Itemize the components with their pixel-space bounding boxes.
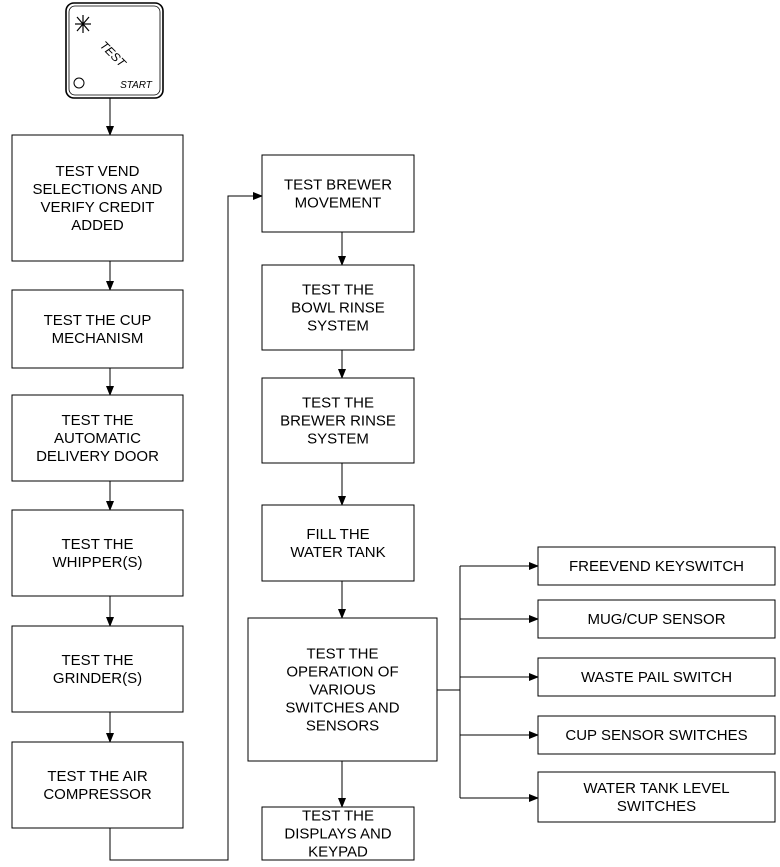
switch-check-box-border xyxy=(537,657,776,697)
switch-check-box-text-line: FREEVEND KEYSWITCH xyxy=(569,558,744,575)
loop-connector-arrow xyxy=(109,192,263,861)
left-step-box-text-line: VERIFY CREDIT xyxy=(41,199,155,216)
switch-check-box-text-line: WATER TANK LEVEL xyxy=(583,780,729,797)
switch-check-box-border xyxy=(537,715,776,755)
left-step-box-text-line: ADDED xyxy=(71,217,124,234)
left-step-box-border xyxy=(11,625,184,713)
left-step-box-text-line: TEST THE xyxy=(62,652,134,669)
middle-step-box-border xyxy=(261,504,415,582)
switch-check-box-text-line: MUG/CUP SENSOR xyxy=(587,611,725,628)
middle-step-box-text-line: TEST THE xyxy=(302,282,374,299)
left-step-box-text-line: TEST THE CUP xyxy=(44,312,152,329)
switch-check-box-text-line: SWITCHES xyxy=(617,798,696,815)
left-step-box-text-line: TEST VEND xyxy=(56,163,140,180)
middle-step-box-text-line: SYSTEM xyxy=(307,318,369,335)
middle-step-box-text-line: SYSTEM xyxy=(307,431,369,448)
middle-step-box-text-line: SENSORS xyxy=(306,718,379,735)
left-step-box-text-line: MECHANISM xyxy=(52,330,144,347)
middle-step-box-border xyxy=(261,377,415,464)
middle-step-box-text-line: TEST THE xyxy=(307,646,379,663)
left-step-box-text-line: TEST THE AIR xyxy=(47,768,147,785)
left-step-box-border xyxy=(11,289,184,369)
asterisk-icon xyxy=(75,15,91,33)
left-step-box-text-line: WHIPPER(S) xyxy=(53,554,143,571)
middle-step-box-text-line: OPERATION OF xyxy=(286,664,398,681)
connectors xyxy=(106,98,539,861)
switch-check-box: MUG/CUP SENSOR xyxy=(537,599,776,639)
middle-step-box-text-line: DISPLAYS AND xyxy=(284,826,391,843)
switch-check-box-text-line: WASTE PAIL SWITCH xyxy=(581,669,732,686)
left-step-box-text-line: TEST THE xyxy=(62,536,134,553)
middle-step-box-text-line: TEST THE xyxy=(302,808,374,825)
left-step-box-border xyxy=(11,509,184,597)
left-step-box-border xyxy=(11,741,184,829)
left-step-box-text-line: COMPRESSOR xyxy=(43,786,152,803)
switch-check-box: FREEVEND KEYSWITCH xyxy=(537,546,776,586)
left-step-box-border xyxy=(11,394,184,482)
test-start-key: TEST START xyxy=(65,2,164,99)
middle-step-box-text-line: TEST THE xyxy=(302,395,374,412)
middle-step-box-border xyxy=(261,154,415,233)
left-step-box-text-line: TEST THE xyxy=(62,412,134,429)
switch-check-box: WASTE PAIL SWITCH xyxy=(537,657,776,697)
switch-check-box-border xyxy=(537,546,776,586)
left-step-box-text-line: GRINDER(S) xyxy=(53,670,142,687)
circle-icon xyxy=(73,77,85,89)
left-step-box-text-line: DELIVERY DOOR xyxy=(36,448,159,465)
middle-step-box-text-line: BOWL RINSE xyxy=(291,300,385,317)
switch-check-box-border xyxy=(537,771,776,823)
switch-check-box-border xyxy=(537,599,776,639)
left-step-box-border xyxy=(11,134,184,262)
middle-step-box-border xyxy=(247,617,438,762)
middle-step-box-text-line: TEST BREWER xyxy=(284,177,392,194)
middle-step-box-border xyxy=(261,264,415,351)
middle-step-box-text-line: FILL THE xyxy=(306,526,369,543)
left-step-box-text-line: SELECTIONS AND xyxy=(32,181,162,198)
middle-step-box-text-line: BREWER RINSE xyxy=(280,413,396,430)
middle-step-box-text-line: VARIOUS xyxy=(309,682,375,699)
switch-check-box-text-line: CUP SENSOR SWITCHES xyxy=(565,727,747,744)
switch-check-box: CUP SENSOR SWITCHES xyxy=(537,715,776,755)
key-start-label: START xyxy=(120,80,153,91)
middle-step-box-text-line: SWITCHES AND xyxy=(285,700,399,717)
middle-step-box-text-line: WATER TANK xyxy=(290,544,385,561)
middle-step-box-border xyxy=(261,806,415,861)
middle-step-box-text-line: MOVEMENT xyxy=(295,195,382,212)
middle-step-box-text-line: KEYPAD xyxy=(308,844,368,861)
left-step-box-text-line: AUTOMATIC xyxy=(54,430,141,447)
